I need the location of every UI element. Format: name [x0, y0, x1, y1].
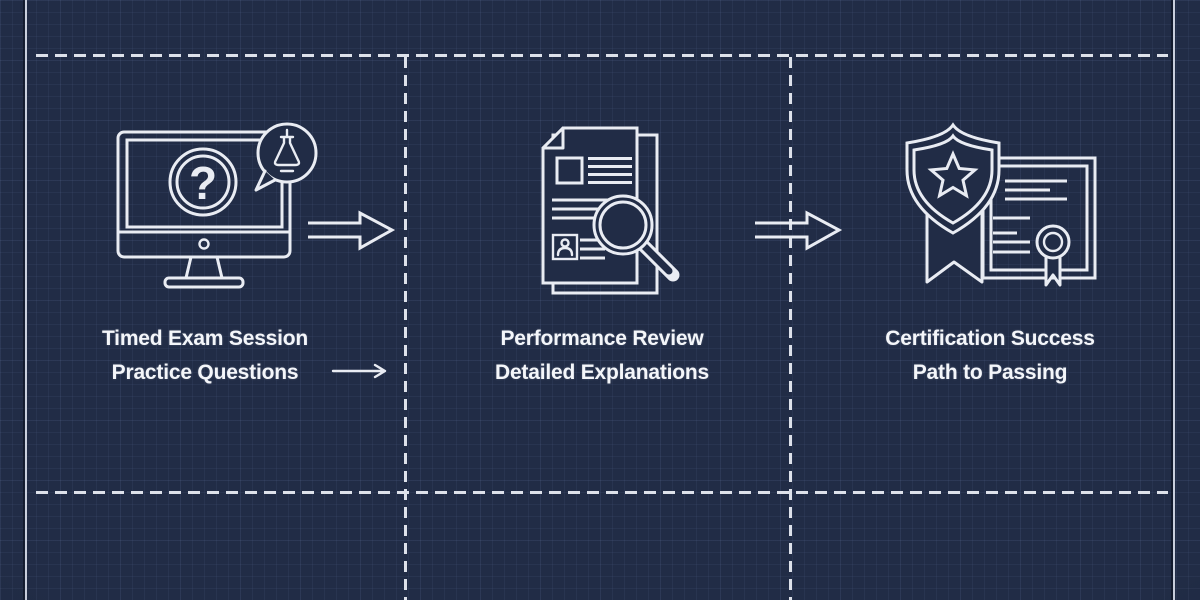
step-1-caption: Timed Exam Session Practice Questions: [45, 322, 365, 390]
small-arrow-icon: [331, 363, 387, 379]
left-frame-line: [25, 0, 27, 600]
shield-star-certificate-icon: [905, 122, 1097, 287]
chat-bubble-flask-icon: [254, 122, 318, 192]
step-3-line1: Certification Success: [885, 327, 1095, 350]
vertical-dashed-divider-2: [789, 57, 792, 600]
step-3-caption: Certification Success Path to Passing: [830, 322, 1150, 390]
monitor-question-chat-flask-icon: ?: [116, 122, 318, 289]
top-dashed-divider: [36, 54, 1168, 57]
step-2-line1: Performance Review: [500, 327, 704, 350]
step-1-line2: Practice Questions: [111, 361, 299, 384]
star-icon: [927, 150, 979, 199]
certificate-icon: [981, 156, 1097, 287]
shield-ribbon-icon: [905, 122, 1001, 284]
monitor-icon: [116, 130, 292, 289]
document-magnifier-icon: [541, 126, 680, 295]
question-mark-badge: ?: [168, 147, 238, 217]
right-frame-line: [1173, 0, 1175, 600]
step-2-line2: Detailed Explanations: [494, 361, 710, 384]
flow-arrow-icon: [755, 210, 843, 251]
step-1-line1: Timed Exam Session: [101, 327, 309, 350]
question-mark-glyph: ?: [189, 157, 217, 209]
flow-arrow-icon: [308, 210, 396, 251]
step-3-line2: Path to Passing: [912, 361, 1068, 384]
magnifier-icon: [592, 194, 680, 282]
vertical-dashed-divider-1: [404, 57, 407, 600]
step-2-caption: Performance Review Detailed Explanations: [442, 322, 762, 390]
bottom-dashed-divider: [36, 491, 1168, 494]
